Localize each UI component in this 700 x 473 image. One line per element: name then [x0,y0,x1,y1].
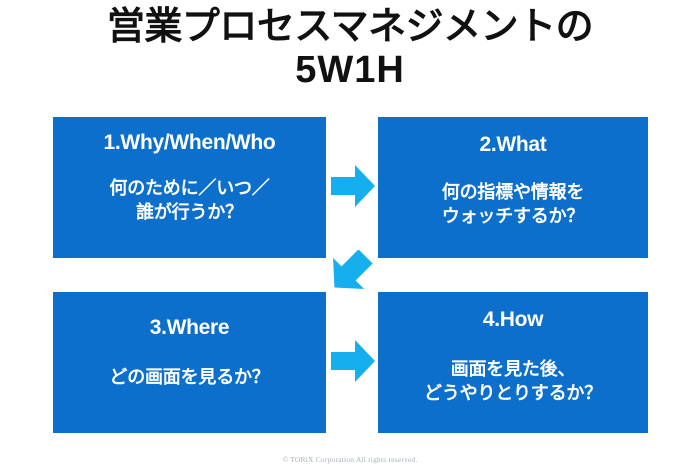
arrow-down-left-icon [327,249,373,294]
process-box-2-heading: 2.What [479,133,547,156]
arrow-right-icon [331,340,375,382]
page-title: 営業プロセスマネジメントの 5W1H [0,6,700,91]
process-box-how[interactable]: 4.How 画面を見た後、 どうやりとりするか？ [378,292,648,433]
process-box-4-heading: 4.How [482,308,544,331]
process-box-1-heading: 1.Why/When/Who [103,131,276,154]
process-box-1-body: 何のために／いつ／ 誰が行うか？ [109,178,270,222]
process-box-why-when-who[interactable]: 1.Why/When/Who 何のために／いつ／ 誰が行うか？ [53,117,326,258]
process-box-3-body: どの画面を見るか？ [109,367,270,387]
process-box-what[interactable]: 2.What 何の指標や情報を ウォッチするか？ [378,117,648,258]
page-title-line-1: 営業プロセスマネジメントの [106,6,594,48]
process-box-2-body: 何の指標や情報を ウォッチするか？ [441,182,585,226]
footer-copyright: © TORiX Corporation All rights reserved. [282,455,418,464]
page-title-line-2: 5W1H [295,48,405,91]
arrow-right-icon [331,165,375,207]
process-box-4-body: 画面を見た後、 どうやりとりするか？ [424,359,602,403]
process-box-where[interactable]: 3.Where どの画面を見るか？ [53,292,326,433]
process-box-3-heading: 3.Where [149,316,230,339]
